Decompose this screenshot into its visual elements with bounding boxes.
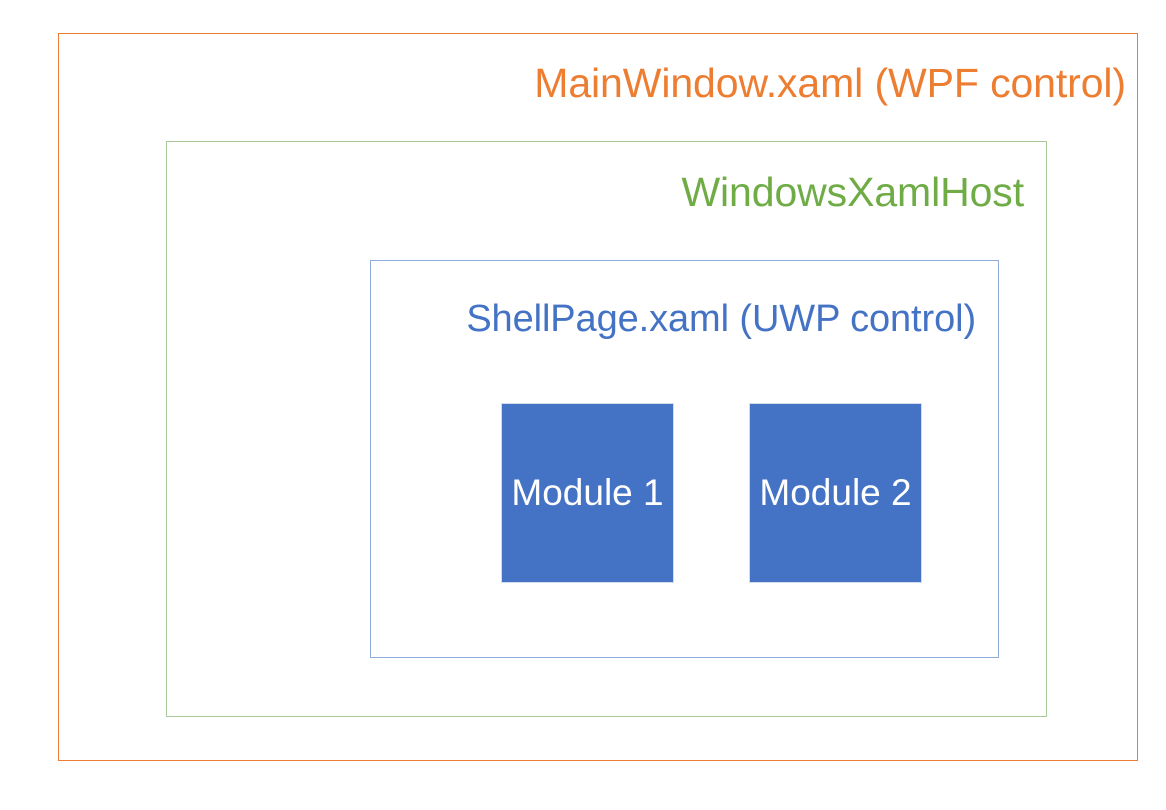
module-tile-2: Module 2	[749, 403, 922, 583]
windowsxamlhost-label: WindowsXamlHost	[681, 169, 1024, 215]
shellpage-container-box	[370, 260, 999, 658]
shellpage-label: ShellPage.xaml (UWP control)	[466, 298, 976, 340]
mainwindow-label: MainWindow.xaml (WPF control)	[534, 60, 1126, 106]
windowsxamlhost-container-box	[166, 141, 1047, 717]
module-tile-2-label: Module 2	[759, 472, 912, 514]
module-tile-1: Module 1	[501, 403, 674, 583]
mainwindow-container-box	[58, 33, 1138, 761]
module-tile-1-label: Module 1	[511, 472, 664, 514]
